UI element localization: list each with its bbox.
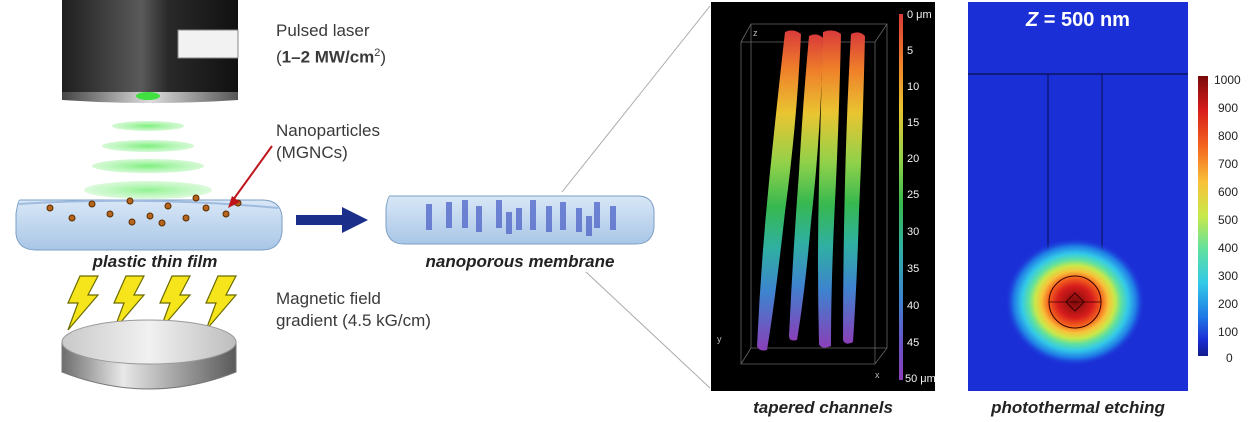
volume-bounding-box — [740, 23, 888, 365]
temp-tick-800: 800 — [1218, 129, 1238, 143]
magnet-label-line2: gradient (4.5 kG/cm) — [276, 311, 431, 330]
depth-scale-ticks: 0 μm 5 10 15 20 25 30 35 40 45 50 μm — [905, 9, 935, 385]
depth-tick-9: 45 — [907, 337, 919, 349]
magnet-label-line1: Magnetic field — [276, 289, 381, 308]
nanoparticle-pointer-arrow — [228, 145, 273, 208]
plastic-film — [15, 199, 283, 251]
membrane-caption: nanoporous membrane — [425, 252, 615, 271]
photothermal-simulation-image: Z = 500 nm — [968, 2, 1188, 391]
zoom-lines — [561, 5, 711, 389]
depth-tick-8: 40 — [907, 300, 919, 312]
temp-tick-300: 300 — [1218, 269, 1238, 283]
nanopore-channels — [426, 200, 616, 236]
laser-label: Pulsed laser — [276, 21, 370, 40]
objective-lens — [62, 0, 239, 103]
laser-film-diagram — [15, 0, 283, 390]
thermal-caption: photothermal etching — [991, 398, 1165, 417]
temp-tick-700: 700 — [1218, 157, 1238, 171]
laser-beam — [84, 92, 212, 199]
depth-tick-3: 15 — [907, 117, 919, 129]
temp-tick-200: 200 — [1218, 297, 1238, 311]
temp-tick-900: 900 — [1218, 101, 1238, 115]
temp-tick-1000: 1000 — [1214, 73, 1241, 87]
nanoparticles — [46, 194, 242, 227]
axis-y-label: y — [717, 334, 722, 344]
nanoparticles-label: Nanoparticles — [276, 121, 380, 140]
process-arrow — [296, 207, 368, 233]
temperature-colorbar: 1000 900 800 700 600 500 400 300 200 100… — [1198, 73, 1241, 365]
temp-tick-100: 100 — [1218, 325, 1238, 339]
temp-tick-400: 400 — [1218, 241, 1238, 255]
depth-tick-6: 30 — [907, 226, 919, 238]
depth-tick-5: 25 — [907, 189, 919, 201]
film-caption: plastic thin film — [92, 252, 218, 271]
temp-tick-500: 500 — [1218, 213, 1238, 227]
tapered-channels-image: 0 μm 5 10 15 20 25 30 35 40 45 50 μm z y… — [711, 2, 935, 391]
depth-tick-7: 35 — [907, 263, 919, 275]
temp-tick-600: 600 — [1218, 185, 1238, 199]
channel-surfaces — [757, 30, 865, 351]
axis-z-label: z — [753, 28, 758, 38]
depth-tick-1: 5 — [907, 45, 913, 57]
temp-tick-0: 0 — [1226, 351, 1233, 365]
lightning-icon — [67, 275, 238, 331]
depth-tick-0: 0 μm — [907, 9, 932, 21]
nanoparticles-abbr-label: (MGNCs) — [276, 143, 348, 162]
laser-power-label: (1–2 MW/cm2) — [276, 47, 387, 67]
depth-tick-10: 50 μm — [905, 373, 935, 385]
channels-caption: tapered channels — [753, 398, 893, 417]
depth-colorbar — [899, 14, 903, 380]
z-depth-label: Z = 500 nm — [1025, 9, 1130, 31]
membrane-diagram — [385, 195, 655, 245]
depth-tick-2: 10 — [907, 81, 919, 93]
magnet-disc — [61, 319, 237, 390]
depth-tick-4: 20 — [907, 153, 919, 165]
axis-x-label: x — [875, 370, 880, 380]
nanoparticle-core — [1065, 292, 1085, 312]
